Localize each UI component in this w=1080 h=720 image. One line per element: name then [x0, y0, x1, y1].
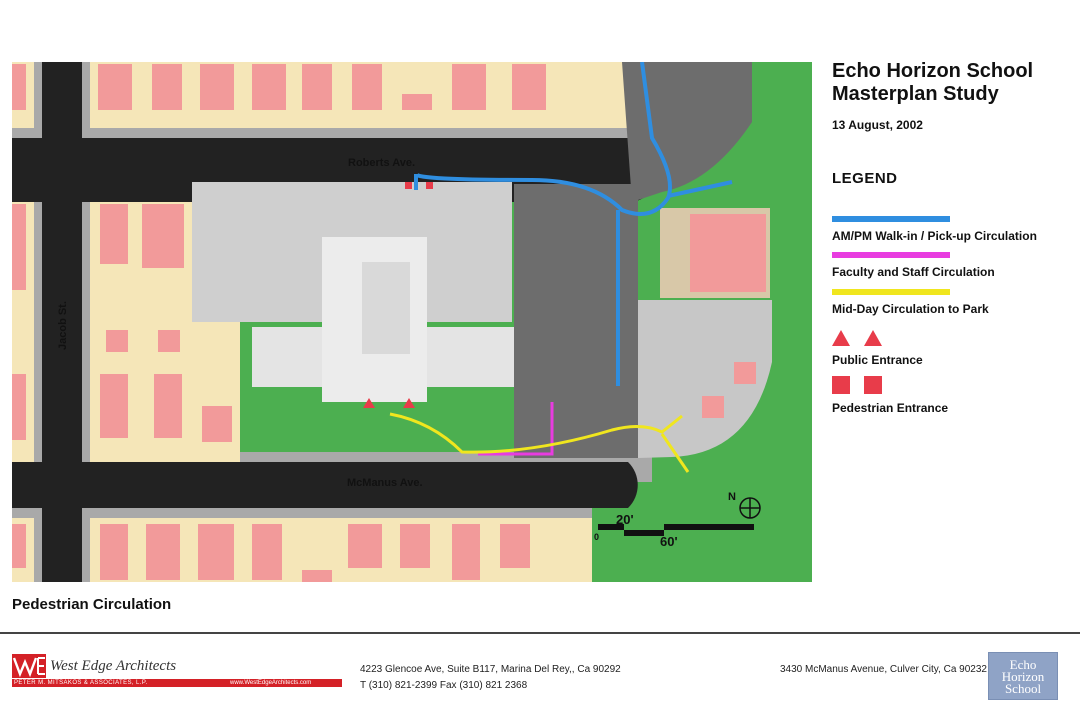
legend-item-faculty: Faculty and Staff Circulation	[832, 252, 1076, 279]
north-lot	[622, 62, 752, 202]
legend-label: Mid-Day Circulation to Park	[832, 302, 989, 316]
site-plan-drawing: Roberts Ave. McManus Ave. Jacob St. 0 20…	[12, 62, 812, 582]
legend-triangles	[832, 326, 1076, 346]
park-plaza	[638, 300, 772, 458]
site-address: 3430 McManus Avenue, Culver City, Ca 902…	[780, 664, 987, 675]
school-courtyard	[362, 262, 410, 354]
midday-route	[389, 412, 683, 454]
pavilion-roof	[734, 362, 756, 384]
legend-label: Public Entrance	[832, 353, 923, 367]
scale-label-20: 20'	[616, 512, 634, 527]
legend-label: Faculty and Staff Circulation	[832, 265, 995, 279]
am-pm-route-park	[667, 180, 733, 198]
square-icon	[864, 376, 882, 394]
pedestrian-entrance-marker	[426, 182, 433, 189]
legend-swatch-blue	[832, 216, 950, 222]
title-block: Echo Horizon School Masterplan Study 13 …	[832, 60, 1072, 187]
firm-logo-icon	[12, 654, 46, 678]
legend-swatch-yellow	[832, 289, 950, 295]
date-label: 13 August, 2002	[832, 118, 923, 132]
legend-item-walkin: AM/PM Walk-in / Pick-up Circulation	[832, 216, 1076, 243]
pavilion-roof	[702, 396, 724, 418]
midday-route-branch	[660, 433, 690, 473]
legend-item-public-entrance: Public Entrance	[832, 326, 1076, 367]
school-logo-text: Echo Horizon School	[1001, 657, 1045, 696]
street-label-roberts: Roberts Ave.	[348, 157, 415, 169]
firm-url[interactable]: www.WestEdgeArchitects.com	[230, 680, 312, 686]
triangle-icon	[864, 330, 882, 346]
scale-label-60: 60'	[660, 534, 678, 549]
footer-divider	[0, 632, 1080, 634]
public-entrance-marker	[403, 398, 415, 408]
scale-bar-segment	[624, 530, 664, 536]
legend-item-pedestrian-entrance: Pedestrian Entrance	[832, 374, 1076, 415]
legend-swatch-magenta	[832, 252, 950, 258]
pedestrian-entrance-marker	[405, 182, 412, 189]
legend-squares	[832, 374, 1076, 394]
road-mcmanus	[12, 462, 638, 508]
houses-north	[12, 64, 546, 110]
am-pm-route-north	[414, 62, 672, 216]
public-entrance-marker	[363, 398, 375, 408]
site-map: Roberts Ave. McManus Ave. Jacob St. 0 20…	[12, 62, 812, 582]
legend-label: Pedestrian Entrance	[832, 401, 949, 415]
scale-bar-segment	[664, 524, 754, 530]
page-subtitle: Masterplan Study	[832, 83, 999, 105]
east-building-roof	[690, 214, 766, 292]
school-logo: Echo Horizon School	[988, 652, 1058, 700]
firm-name: West Edge Architects	[50, 658, 177, 674]
scale-bar-segment	[598, 524, 624, 530]
triangle-icon	[832, 330, 850, 346]
legend-label: AM/PM Walk-in / Pick-up Circulation	[832, 229, 1037, 243]
square-icon	[832, 376, 850, 394]
plan-title: Pedestrian Circulation	[12, 596, 172, 613]
houses-west	[12, 204, 232, 442]
legend-item-midday: Mid-Day Circulation to Park	[832, 289, 1076, 316]
legend-heading: LEGEND	[832, 170, 898, 187]
houses-south	[12, 524, 530, 582]
plan-sheet: Roberts Ave. McManus Ave. Jacob St. 0 20…	[0, 48, 1080, 720]
firm-phone: T (310) 821-2399 Fax (310) 821 2368	[360, 680, 528, 691]
page-title: Echo Horizon School	[832, 60, 1034, 82]
street-label-jacob: Jacob St.	[57, 301, 69, 350]
footer: West Edge Architects PETER M. MITSAKOS &…	[0, 634, 1080, 720]
faculty-route	[478, 402, 554, 456]
firm-bar	[12, 679, 342, 687]
street-label-mcmanus: McManus Ave.	[347, 477, 423, 489]
firm-address: 4223 Glencoe Ave, Suite B117, Marina Del…	[360, 664, 621, 675]
firm-subtitle: PETER M. MITSAKOS & ASSOCIATES, L.P.	[14, 680, 148, 686]
north-label: N	[728, 491, 736, 503]
scale-label-0: 0	[594, 532, 599, 542]
